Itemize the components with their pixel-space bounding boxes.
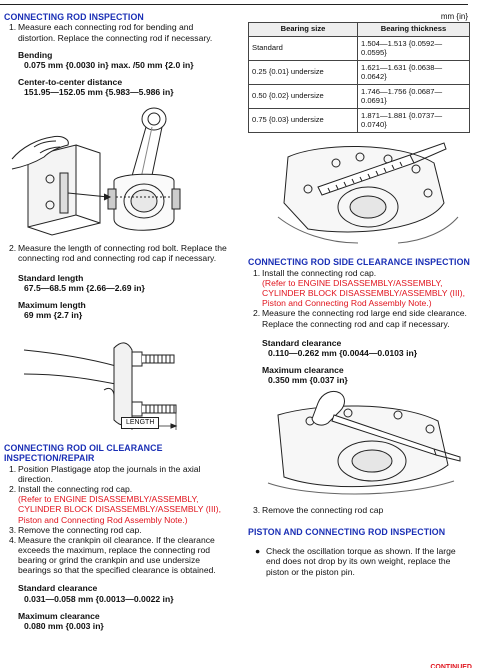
spec-oil-maximum-clearance: Maximum clearance 0.080 mm {0.003 in} [18, 611, 232, 631]
reference-link[interactable]: (Refer to ENGINE DISASSEMBLY/ASSEMBLY, C… [262, 277, 465, 309]
step-number: 3. [253, 505, 261, 516]
oil-step-2: 2.Install the connecting rod cap.(Refer … [4, 484, 232, 525]
spec-label: Maximum clearance [262, 364, 344, 375]
step-number: 2. [9, 243, 17, 254]
step-text: Remove the connecting rod cap. [18, 524, 142, 535]
step-number: 3. [9, 524, 17, 535]
section-title-piston-inspection: PISTON AND CONNECTING ROD INSPECTION [248, 527, 446, 538]
spec-label: Center-to-center distance [18, 76, 123, 87]
side-clearance-steps: 1.Install the connecting rod cap.(Refer … [248, 268, 472, 329]
header-rule [0, 4, 468, 5]
table-cell: 0.50 {0.02} undersize [248, 84, 358, 110]
spec-value: 0.350 mm {0.037 in} [268, 375, 348, 386]
step-number: 1. [9, 463, 17, 474]
side-step-2: 2.Measure the connecting rod large end s… [248, 308, 472, 328]
spec-value: 151.95—152.05 mm {5.983—5.986 in} [24, 87, 174, 98]
step-number: 2. [253, 308, 261, 319]
step-text: Measure the length of connecting rod bol… [18, 243, 227, 264]
step-text: Install the connecting rod cap. [18, 484, 133, 495]
spec-standard-length: Standard length 67.5—68.5 mm {2.66—2.69 … [18, 273, 232, 293]
spec-label: Standard clearance [18, 583, 98, 594]
piston-bullet: ● Check the oscillation torque as shown. … [248, 546, 472, 576]
step-text: Measure the crankpin oil clearance. If t… [18, 534, 216, 576]
spec-value: 0.075 mm {0.0030 in} max. /50 mm {2.0 in… [24, 59, 194, 70]
continued-label: CONTINUED [430, 664, 472, 668]
figure-label-length: LENGTH [121, 417, 160, 430]
spec-value: 0.080 mm {0.003 in} [24, 620, 104, 631]
spec-label: Maximum length [18, 299, 86, 310]
oil-step-1: 1.Position Plastigage atop the journals … [4, 464, 232, 484]
spec-label: Standard length [18, 272, 84, 283]
table-cell: Standard [248, 36, 358, 62]
bullet-text: Check the oscillation torque as shown. I… [266, 546, 456, 577]
figure-feeler-gauge [267, 391, 461, 495]
figure-bolt-drawing [23, 342, 178, 431]
step-number: 2. [9, 484, 17, 495]
figure-bolt-length: LENGTH [4, 320, 232, 434]
side-step-3: 3.Remove the connecting rod cap [248, 505, 472, 515]
table-cell: 0.75 {0.03} undersize [248, 108, 358, 134]
spec-label: Maximum clearance [18, 610, 100, 621]
spec-side-maximum-clearance: Maximum clearance 0.350 mm {0.037 in} [262, 365, 472, 385]
step-text: Position Plastigage atop the journals in… [18, 463, 201, 484]
section-title-rod-inspection: CONNECTING ROD INSPECTION [4, 12, 144, 22]
reference-link[interactable]: (Refer to ENGINE DISASSEMBLY/ASSEMBLY, C… [18, 494, 221, 525]
step-text: Measure the connecting rod large end sid… [262, 308, 467, 329]
oil-step-3: 3.Remove the connecting rod cap. [4, 525, 232, 535]
table-cell: 1.621—1.631 {0.0638—0.0642} [357, 60, 470, 86]
spec-value: 0.031—0.058 mm {0.0013—0.0022 in} [24, 593, 174, 604]
spec-bending: Bending 0.075 mm {0.0030 in} max. /50 mm… [18, 50, 232, 70]
oil-step-4: 4.Measure the crankpin oil clearance. If… [4, 535, 232, 576]
step-text: Measure each connecting rod for bending … [18, 22, 213, 43]
spec-side-standard-clearance: Standard clearance 0.110—0.262 mm {0.004… [262, 338, 472, 358]
spec-center-distance: Center-to-center distance 151.95—152.05 … [18, 77, 232, 97]
left-column: CONNECTING ROD INSPECTION 1.Measure each… [4, 12, 232, 631]
table-header: Bearing thickness [357, 22, 470, 38]
oil-clearance-steps: 1.Position Plastigage atop the journals … [4, 464, 232, 576]
step-2: 2.Measure the length of connecting rod b… [4, 243, 232, 263]
section-title-side-clearance: CONNECTING ROD SIDE CLEARANCE INSPECTION [248, 257, 470, 268]
spec-value: 69 mm {2.7 in} [24, 309, 83, 320]
side-step-1: 1.Install the connecting rod cap.(Refer … [248, 268, 472, 309]
spec-value: 0.110—0.262 mm {0.0044—0.0103 in} [268, 347, 418, 358]
figure-rod-bend-check [11, 107, 181, 236]
table-cell: 1.871—1.881 {0.0737—0.0740} [357, 108, 470, 134]
spec-maximum-length: Maximum length 69 mm {2.7 in} [18, 300, 232, 320]
bullet-dot: ● [255, 546, 261, 557]
table-header: Bearing size [248, 22, 358, 38]
step-number: 1. [253, 267, 261, 278]
figure-plastigage-measure [277, 142, 459, 244]
spec-oil-standard-clearance: Standard clearance 0.031—0.058 mm {0.001… [18, 583, 232, 603]
section-title-oil-clearance: CONNECTING ROD OIL CLEARANCE INSPECTION/… [4, 443, 163, 464]
step-number: 1. [9, 22, 17, 33]
step-text: Remove the connecting rod cap [262, 505, 384, 516]
table-cell: 1.746—1.756 {0.0687—0.0691} [357, 84, 470, 110]
table-cell: 0.25 {0.01} undersize [248, 60, 358, 86]
spec-label: Bending [18, 49, 53, 60]
step-text: Install the connecting rod cap. [262, 267, 377, 278]
right-column: mm {in} Bearing size Bearing thickness S… [248, 12, 472, 585]
units-label: mm {in} [440, 12, 468, 21]
spec-label: Standard clearance [262, 337, 342, 348]
table-header-row: Bearing size Bearing thickness [248, 22, 470, 38]
table-cell: 1.504—1.513 {0.0592—0.0595} [357, 36, 470, 62]
step-number: 4. [9, 534, 17, 545]
step-1: 1.Measure each connecting rod for bendin… [4, 22, 232, 42]
spec-value: 67.5—68.5 mm {2.66—2.69 in} [24, 282, 145, 293]
